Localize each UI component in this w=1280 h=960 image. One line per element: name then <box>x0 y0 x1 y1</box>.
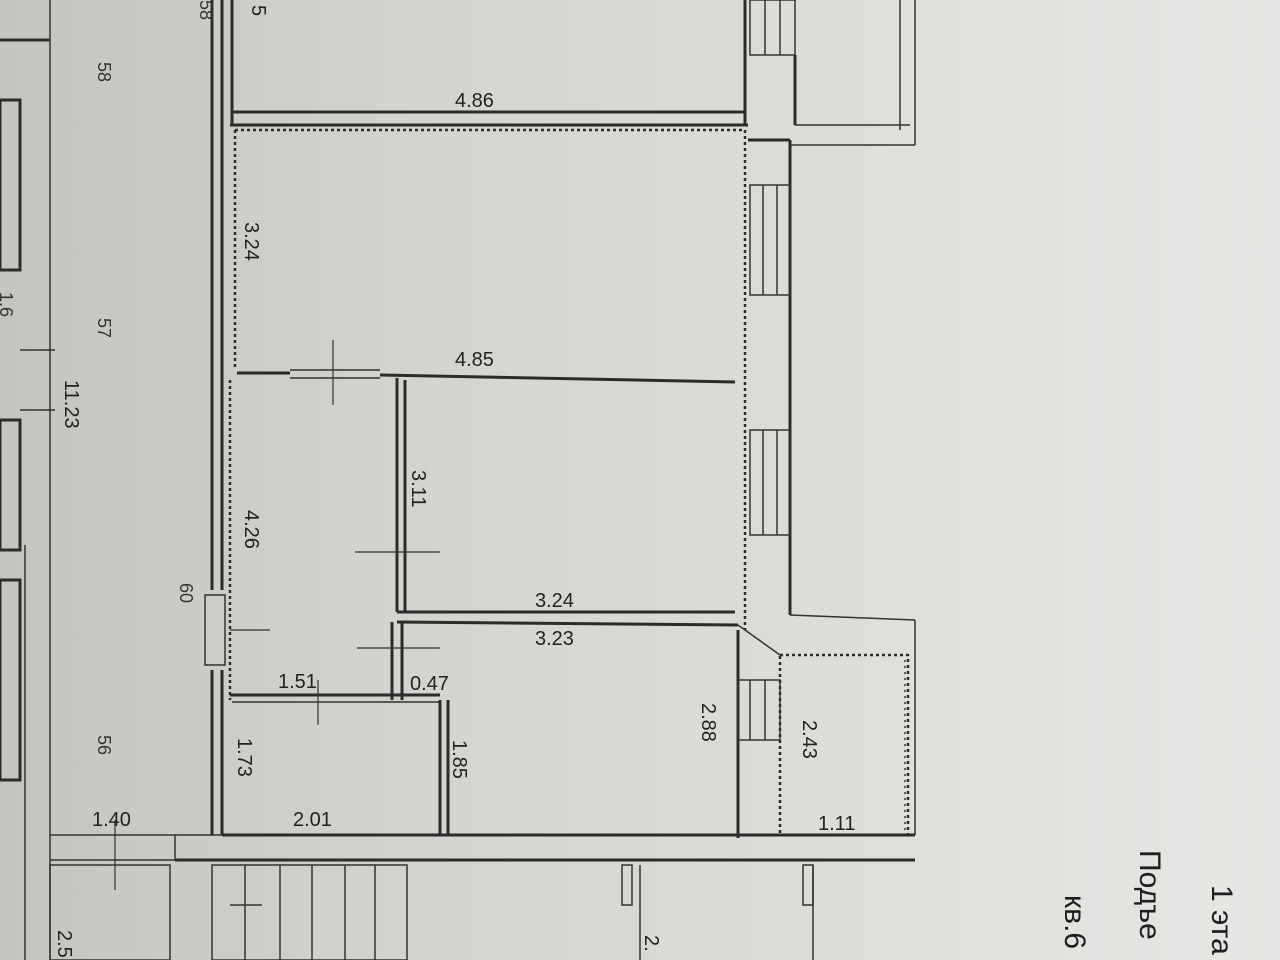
dim-partial-left-mid: 1.6 <box>0 292 16 317</box>
room-number-58-top: 58 <box>196 0 216 20</box>
dim-partial-left-bottom: 2.5 <box>53 930 75 958</box>
dim-11-23: 11.23 <box>60 380 82 429</box>
caption-apartment: кв.6 <box>1058 895 1091 949</box>
dim-5: 5 <box>247 5 269 16</box>
dim-partial-bottom-mid: 2. <box>640 935 662 952</box>
room-number-57: 57 <box>94 318 114 338</box>
dim-1-51: 1.51 <box>278 671 317 693</box>
dim-1-40: 1.40 <box>92 809 131 831</box>
dim-1-73: 1.73 <box>233 738 255 777</box>
dim-0-47: 0.47 <box>410 673 449 695</box>
caption-floor: 1 эта <box>1205 885 1238 955</box>
dim-1-85: 1.85 <box>448 740 470 779</box>
dim-2-01: 2.01 <box>293 809 332 831</box>
dim-1-11: 1.11 <box>818 813 855 835</box>
dim-4-26: 4.26 <box>240 510 262 549</box>
room-number-60: 60 <box>176 583 196 603</box>
dim-4-85: 4.85 <box>455 349 494 371</box>
room-number-56: 56 <box>94 735 114 755</box>
dim-4-86: 4.86 <box>455 90 494 112</box>
dim-3-23: 3.23 <box>535 628 574 650</box>
caption-entrance: Подъе <box>1133 850 1166 940</box>
room-number-58: 58 <box>94 62 114 82</box>
dim-3-24: 3.24 <box>535 590 574 612</box>
dim-2-88: 2.88 <box>697 703 719 742</box>
dim-3-11: 3.11 <box>407 470 429 507</box>
dim-3-24-vertical: 3.24 <box>240 222 262 261</box>
dim-2-43: 2.43 <box>798 720 820 759</box>
